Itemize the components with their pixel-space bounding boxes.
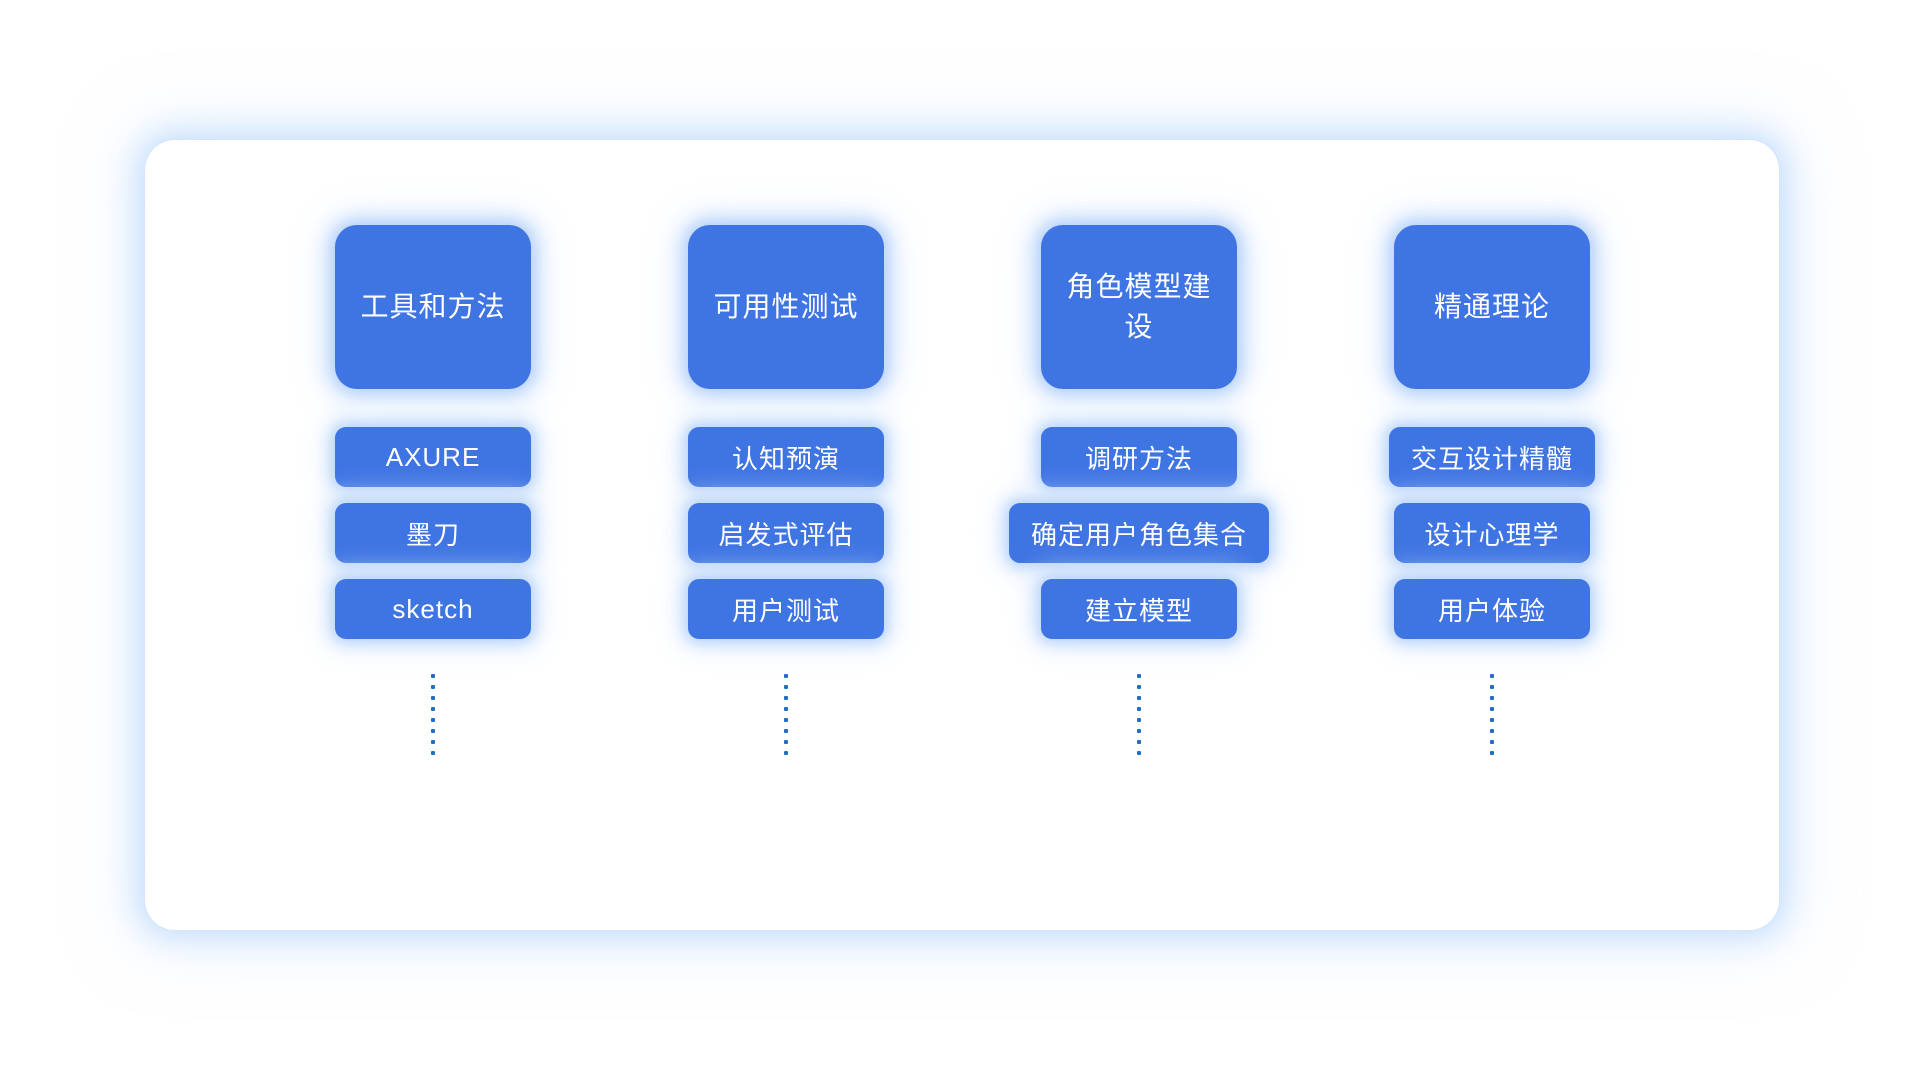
content-panel: 工具和方法 AXURE 墨刀 sketch [145,140,1779,930]
dot [1137,685,1141,689]
category-columns: 工具和方法 AXURE 墨刀 sketch [335,225,1596,905]
list-item[interactable]: 交互设计精髓 [1389,427,1596,487]
dot [784,740,788,744]
dot [1137,718,1141,722]
list-item[interactable]: 用户体验 [1394,579,1590,639]
list-item[interactable]: 认知预演 [688,427,884,487]
dot [1490,729,1494,733]
more-items-dots-icon-3 [1137,674,1141,755]
dot [431,729,435,733]
dot [784,685,788,689]
category-items-2: 认知预演 启发式评估 用户测试 [688,427,884,639]
list-item-label: 用户测试 [731,595,840,626]
category-items-1: AXURE 墨刀 sketch [335,427,531,639]
list-item-label: 交互设计精髓 [1411,443,1574,474]
dot [431,707,435,711]
dot [784,729,788,733]
dot [1490,740,1494,744]
dot [1490,751,1494,755]
list-item-label: 建立模型 [1084,595,1193,626]
dot [1137,707,1141,711]
list-item-label: 启发式评估 [718,519,854,550]
list-item[interactable]: 确定用户角色集合 [1009,503,1270,563]
dot [431,685,435,689]
list-item-label: sketch [392,593,474,624]
dot [431,751,435,755]
list-item-label: 用户体验 [1437,595,1546,626]
list-item[interactable]: 墨刀 [335,503,531,563]
category-column-1: 工具和方法 AXURE 墨刀 sketch [335,225,531,755]
dot [431,718,435,722]
list-item-label: 墨刀 [405,519,460,550]
dot [1137,751,1141,755]
dot [1490,707,1494,711]
category-column-4: 精通理论 交互设计精髓 设计心理学 用户体验 [1389,225,1596,755]
list-item-label: AXURE [385,441,481,472]
list-item-label: 调研方法 [1084,443,1193,474]
dot [784,674,788,678]
dot [1137,674,1141,678]
dot [1137,696,1141,700]
dot [431,696,435,700]
list-item-label: 认知预演 [731,443,840,474]
dot [1137,729,1141,733]
dot [784,707,788,711]
dot [431,740,435,744]
category-header-label-4: 精通理论 [1433,291,1550,322]
category-header-card-1[interactable]: 工具和方法 [335,225,531,389]
list-item-label: 确定用户角色集合 [1031,519,1248,550]
more-items-dots-icon-4 [1490,674,1494,755]
dot [784,696,788,700]
list-item[interactable]: 调研方法 [1041,427,1237,487]
category-column-2: 可用性测试 认知预演 启发式评估 用户测试 [688,225,884,755]
category-header-label-2: 可用性测试 [713,291,859,322]
category-header-card-2[interactable]: 可用性测试 [688,225,884,389]
list-item[interactable]: 设计心理学 [1394,503,1590,563]
category-items-4: 交互设计精髓 设计心理学 用户体验 [1389,427,1596,639]
more-items-dots-icon-2 [784,674,788,755]
category-items-3: 调研方法 确定用户角色集合 建立模型 [1009,427,1270,639]
dot [1490,696,1494,700]
more-items-dots-icon-1 [431,674,435,755]
dot [784,718,788,722]
category-header-card-3[interactable]: 角色模型建设 [1041,225,1237,389]
dot [1490,718,1494,722]
category-header-card-4[interactable]: 精通理论 [1394,225,1590,389]
dot [1490,674,1494,678]
list-item[interactable]: 启发式评估 [688,503,884,563]
dot [784,751,788,755]
category-header-label-1: 工具和方法 [360,291,506,322]
dot [431,674,435,678]
list-item[interactable]: AXURE [335,427,531,487]
list-item[interactable]: 用户测试 [688,579,884,639]
category-column-3: 角色模型建设 调研方法 确定用户角色集合 建立模型 [1009,225,1270,755]
list-item[interactable]: sketch [335,579,531,639]
dot [1490,685,1494,689]
list-item-label: 设计心理学 [1424,519,1560,550]
dot [1137,740,1141,744]
category-header-label-3: 角色模型建设 [1066,271,1212,342]
list-item[interactable]: 建立模型 [1041,579,1237,639]
